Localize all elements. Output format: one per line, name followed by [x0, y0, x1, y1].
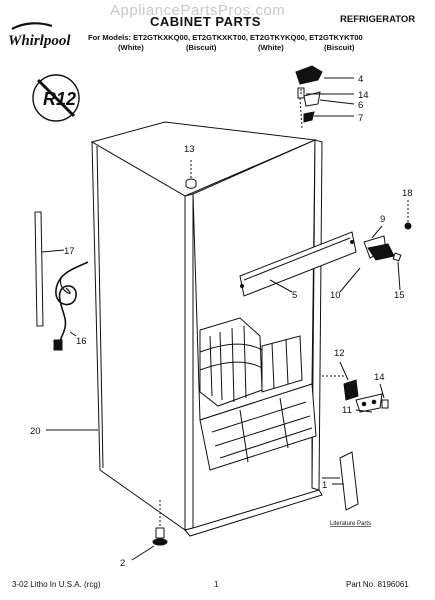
lower-hinge-parts [339, 361, 389, 413]
part-2-leveling-leg [131, 500, 168, 561]
callout-9: 9 [380, 214, 385, 225]
callout-1: 1 [322, 480, 327, 491]
callout-10: 10 [330, 290, 341, 301]
callout-6: 6 [358, 100, 363, 111]
model-color-3: (White) [258, 43, 284, 52]
footer-page-number: 1 [214, 580, 219, 589]
callout-20: 20 [30, 426, 41, 437]
part-17-tube [34, 211, 65, 327]
logo-swoosh-icon [11, 22, 53, 30]
callout-12: 12 [334, 348, 345, 359]
callout-5: 5 [292, 290, 297, 301]
page-title: CABINET PARTS [150, 14, 261, 29]
part-16-power-cord [53, 261, 89, 351]
whirlpool-logo: Whirlpool [8, 22, 71, 49]
callout-16: 16 [76, 336, 87, 347]
appliance-category: REFRIGERATOR [340, 14, 416, 25]
logo-text: Whirlpool [8, 33, 71, 49]
callout-4: 4 [358, 74, 363, 85]
middle-hinge-parts [339, 200, 412, 293]
callout-2: 2 [120, 558, 125, 569]
callout-11: 11 [342, 405, 352, 416]
r12-badge: R12 [32, 74, 80, 122]
footer-part-number: Part No. 8196061 [346, 580, 409, 589]
models-line: For Models: ET2GTKXKQ00, ET2GTKXKT00, ET… [88, 33, 363, 42]
callout-14-bottom: 14 [374, 372, 385, 383]
part-1-literature: Literature Parts [330, 451, 371, 527]
part-13-plug-button [185, 160, 197, 189]
callout-17: 17 [64, 246, 75, 257]
callout-14-top: 14 [358, 90, 369, 101]
model-colors-row: (White) (Biscuit) (White) (Biscuit) [88, 43, 368, 53]
callout-13: 13 [184, 144, 195, 155]
literature-parts-label: Literature Parts [330, 521, 371, 527]
refrigerator-cabinet [90, 121, 345, 537]
callout-7: 7 [358, 113, 363, 124]
watermark-text: AppliancePartsPros.com [110, 2, 286, 19]
model-color-2: (Biscuit) [186, 43, 217, 52]
model-color-4: (Biscuit) [324, 43, 355, 52]
top-hinge-assembly [295, 65, 355, 129]
footer-litho: 3-02 Litho In U.S.A. (rcg) [12, 580, 101, 589]
cabinet-base-tray [199, 383, 317, 471]
part-5-panel [239, 231, 357, 297]
model-color-1: (White) [118, 43, 144, 52]
machine-compartment [199, 317, 303, 407]
callout-18: 18 [402, 188, 413, 199]
callout-15: 15 [394, 290, 405, 301]
